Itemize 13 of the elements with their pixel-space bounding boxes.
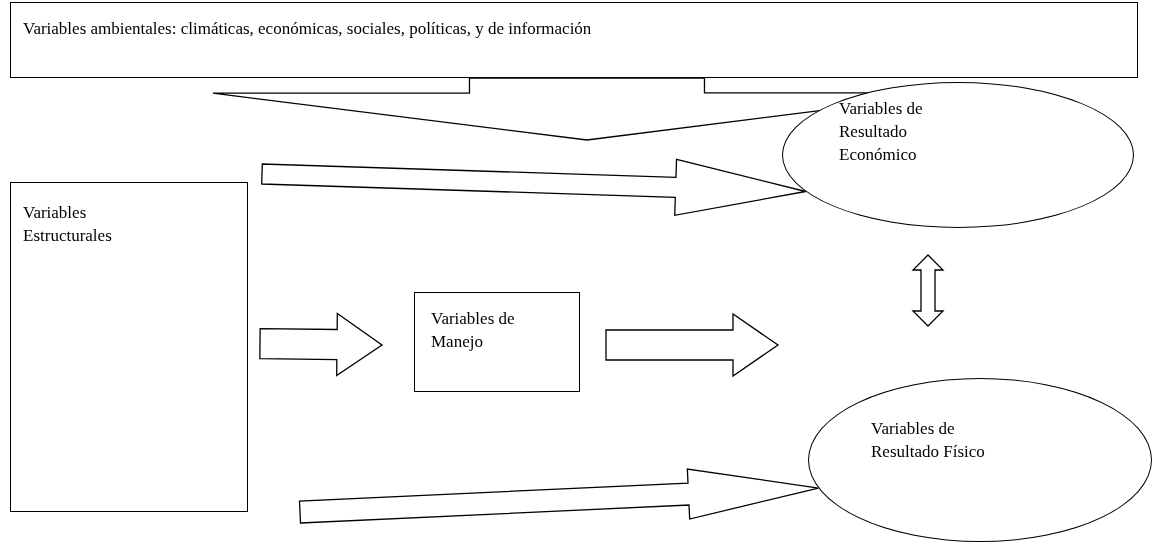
block-arrow <box>605 312 780 378</box>
node-label: Variables Estructurales <box>23 202 113 247</box>
process-box <box>10 182 248 512</box>
block-arrow <box>298 468 819 524</box>
node-label: Variables ambientales: climáticas, económicas, sociales, políticas, y de información <box>23 18 593 40</box>
block-arrow <box>911 254 945 327</box>
block-arrow <box>261 158 807 217</box>
process-box <box>10 2 1138 78</box>
node-label: Variables de Resultado Físico <box>871 418 986 463</box>
node-label: Variables de Manejo <box>431 308 516 353</box>
node-label: Variables de Resultado Económico <box>839 98 924 166</box>
process-box <box>414 292 580 392</box>
block-arrow <box>259 312 384 377</box>
